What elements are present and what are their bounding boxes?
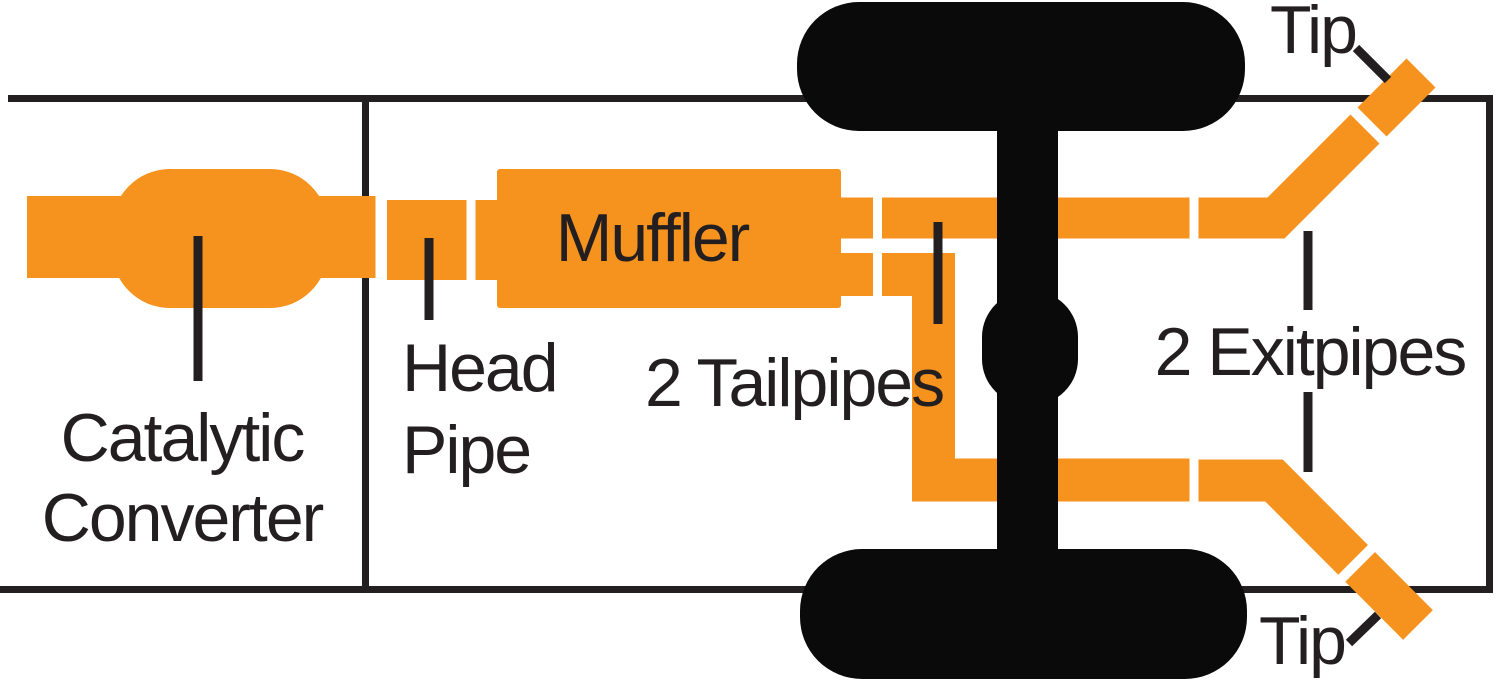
tire-bottom	[800, 549, 1247, 679]
weld-gap-tip-upper	[1348, 105, 1392, 149]
label-exitpipes: 2 Exitpipes	[1155, 314, 1466, 390]
exitpipe-upper	[1198, 58, 1436, 239]
weld-gap-tip-lower	[1335, 541, 1379, 585]
axle-and-tires	[797, 2, 1247, 679]
label-tip-bottom: Tip	[1259, 603, 1345, 679]
label-catalytic-line1: Catalytic	[61, 400, 305, 476]
leader-tip-bottom	[1345, 611, 1382, 647]
label-muffler: Muffler	[556, 200, 750, 276]
exitpipe-lower	[1198, 459, 1433, 640]
differential-housing	[982, 291, 1078, 405]
label-head-pipe-line2: Pipe	[402, 412, 530, 488]
label-tip-top: Tip	[1270, 0, 1356, 68]
leader-tip-top	[1352, 44, 1392, 84]
leader-lines	[193, 44, 1392, 647]
labels: Muffler Catalytic Converter Head Pipe 2 …	[42, 0, 1468, 679]
label-catalytic-line2: Converter	[42, 480, 324, 556]
catalytic-converter-body	[112, 169, 328, 308]
label-head-pipe-line1: Head	[402, 330, 557, 406]
label-tailpipes: 2 Tailpipes	[645, 345, 943, 421]
tailpipe-lower	[841, 253, 1190, 502]
muffler-body	[497, 169, 841, 308]
tire-top	[797, 2, 1245, 131]
